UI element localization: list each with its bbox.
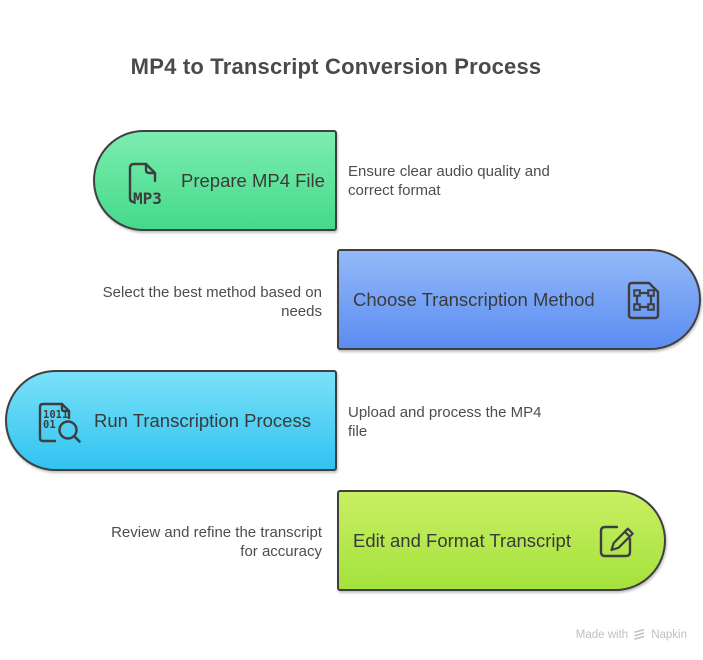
step-description: Review and refine the transcript for acc…: [111, 524, 322, 561]
step-description: Upload and process the MP4 file: [348, 404, 542, 441]
diagram-title: MP4 to Transcript Conversion Process: [130, 54, 542, 79]
napkin-logo-icon: [634, 629, 645, 640]
edit-pencil-icon: [594, 519, 638, 563]
step-description: Ensure clear audio quality and correct f…: [348, 163, 550, 200]
svg-text:MP3: MP3: [133, 189, 162, 206]
document-search-icon: 1011 01: [31, 397, 83, 445]
step-label: Prepare MP4 File: [181, 169, 325, 191]
step-label: Edit and Format Transcript: [353, 529, 571, 551]
svg-text:1011: 1011: [43, 409, 68, 421]
step-shape-choose-transcription-method: Choose Transcription Method: [337, 249, 701, 350]
step-shape-run-transcription-process: 1011 01 Run Transcription Process: [5, 370, 337, 471]
step-description: Select the best method based on needs: [102, 284, 322, 321]
step-label: Choose Transcription Method: [353, 288, 595, 310]
step-shape-edit-and-format-transcript: Edit and Format Transcript: [337, 490, 666, 591]
step-label: Run Transcription Process: [94, 409, 311, 431]
mp3-file-icon: MP3: [120, 156, 162, 206]
watermark: Made with Napkin: [576, 628, 687, 641]
svg-text:01: 01: [43, 419, 56, 431]
vector-file-icon: [622, 276, 666, 324]
brand-text: Napkin: [651, 628, 687, 641]
made-with-text: Made with: [575, 628, 629, 641]
step-shape-prepare-mp4-file: MP3 Prepare MP4 File: [93, 130, 337, 231]
